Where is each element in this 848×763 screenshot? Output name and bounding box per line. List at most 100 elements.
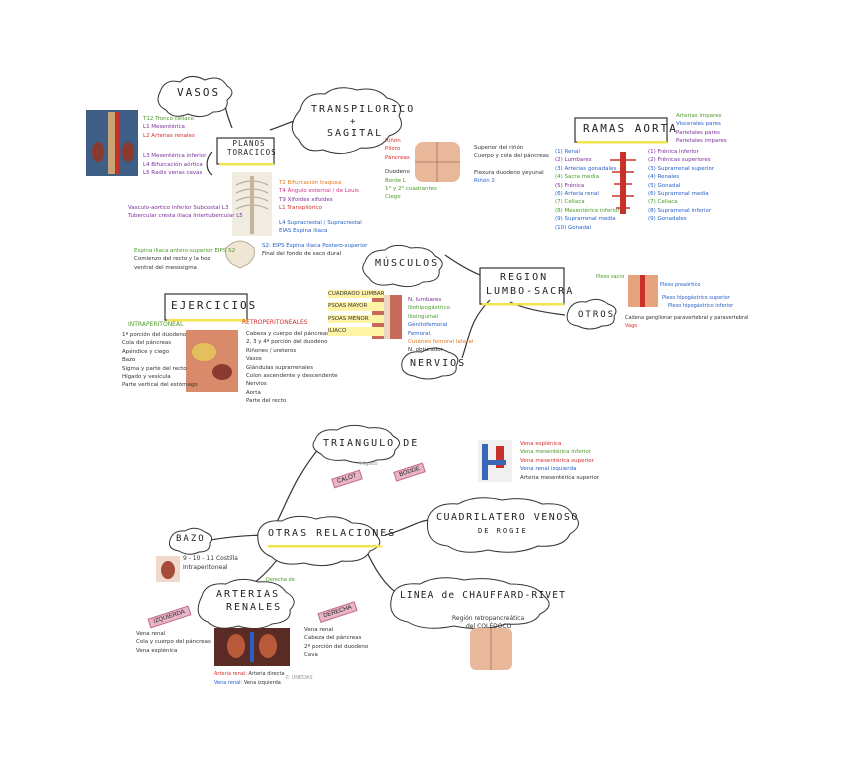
plexo-hipogastrico-inf: Plexo hipogástrico inferior [668,303,734,309]
kidney-illustration [214,628,290,666]
list-item: (5) Gonadal [648,182,681,189]
list-item: L3 Mesentérica inferior [143,153,207,160]
list-item: (3) Suprarrenal superior [648,165,715,172]
region-highlight-line [482,303,564,306]
transpilorico-cloud [291,87,402,154]
organs-illustration [186,330,238,392]
list-item: Parietales impares [676,138,727,145]
list-item: N. obturador [408,347,443,354]
vein-illustration [478,440,512,482]
vago: Vago [625,323,638,329]
highlight-boxes [164,117,668,548]
list-item: (6) Suprarrenal media [648,191,709,198]
skeleton-illustration [232,172,272,236]
bodde-list: Vena esplénica Vena mesentérica inferior… [520,440,599,482]
list-item: Vena mesentérica superior [520,457,594,464]
list-item: Viscerales pares [676,121,721,128]
retroperitoneales-title: RETROPERITONEALES [242,319,308,326]
list-item: L4 Bifurcación aórtica [143,161,203,168]
list-item: Femoral [408,330,431,337]
triangulo-note: Higado [360,461,378,467]
intraperitoneal-title: INTRAPERITONEAL [128,321,184,328]
list-item: T9 Xifoides xifoides [279,196,333,203]
spine-illustration [86,110,138,176]
list-item: L4 Supracrestal / Supracrestal [279,219,362,226]
list-item: Vena renal [304,627,334,633]
ejercicios-highlight-line [167,319,247,322]
list-item: Vasculo-aortico inferior Subcostal L3 [128,205,229,211]
list-item: (4) Renales [648,174,680,181]
izquierda-list: Vena renal Cola y cuerpo del páncreas Ve… [136,630,211,655]
list-item: Arteria mesentérica superior [520,474,600,481]
cuadrilatero-cloud [426,497,579,553]
list-item: Ilioinguinal [408,313,438,320]
list-item: Cola del páncreas [122,340,172,347]
otras-highlight-line [268,545,382,548]
planos-list: T2 Bifurcación traquea T4 Ángulo esterna… [279,179,362,235]
list-item: Cabeza del páncreas [304,635,362,642]
list-item: Duodeno [385,169,410,176]
list-item: Vasos [246,356,262,363]
watermark: © UNEDAS [285,675,313,681]
region-subtitle: LUMBO-SACRA [486,286,575,297]
retroperitoneales-list: Cabeza y cuerpo del páncreas 2, 3 y 4ª p… [246,330,338,406]
renales-title: RENALES [226,602,283,613]
list-item: Riñón 2 [474,178,495,185]
list-item: (4) Sacra media [555,174,599,181]
list-item: Vena renal izquierda [520,466,577,473]
list-item: T12 Tronco celiaco [143,116,195,122]
bazo-note-1: 9 - 10 - 11 Costilla [183,555,238,562]
list-item: ILIACO [328,327,385,336]
arterias-title: ARTERIAS [216,589,281,600]
planos-title: PLANOS TORACICOS [227,139,277,157]
list-item: (7) Celiaca [648,199,678,206]
list-item: Riñón [385,138,401,144]
list-item: Final del fondo de saco dural [262,251,342,258]
ejercicios-title: EJERCICIOS [171,299,258,312]
list-item: Cabeza y cuerpo del páncreas [246,331,330,337]
spleen-illustration [156,556,180,582]
list-item: Ciego [385,194,401,201]
abdomen-illustration [470,628,512,670]
list-item: (3) Arterias gonadales [555,165,617,172]
list-item: Páncreas [385,154,410,161]
arteria-renal-note: Arteria renal: Arteria directa [214,671,285,678]
vasos-cloud [157,76,233,118]
bazo-cloud [168,527,213,555]
list-item: L1 Mesentérica [143,124,185,131]
list-item: Parte vertical del estómago [122,382,198,389]
list-item: Cutáneo femoral lateral [408,339,474,346]
list-item: (7) Celiaca [555,199,585,206]
list-item: Cava [304,652,318,659]
list-item: Tubercular cresta iliaca Intertubercular… [128,213,243,220]
list-item: Vena mesentérica inferior [520,449,592,456]
bazo-note-2: Intraperitoneal [183,564,228,571]
list-item: Superior del riñón [474,145,524,151]
list-item: Hígado y vesícula [122,374,171,381]
vena-renal-text: Vena izquierda [243,680,281,686]
otros-title: OTROS [578,310,616,320]
linea-note-1: Región retropancreática [452,615,525,622]
list-item: Bazo [122,357,136,364]
derecha-list: Vena renal Cabeza del páncreas 2ª porció… [304,626,368,660]
vena-renal-note: Vena renal: Vena izquierda [214,680,281,687]
arteria-renal-label: Arteria renal: [214,671,247,677]
list-item: L1 Transpilórico [279,205,322,212]
list-item: Riñones / ureteros [246,347,297,354]
list-item: N. lumbares [408,297,442,303]
list-item: (1) Frénica inferior [648,149,699,155]
list-item: Colon ascendente y descendente [246,373,338,380]
pelvis-illustration [225,240,255,269]
otras-cloud [257,515,381,567]
list-item: Píloro [385,146,401,153]
linea-note-2: del COLÉDOCO [466,623,512,630]
list-item: (2) Frénicas superiores [648,157,711,164]
arterias-cloud [197,578,295,630]
list-item: 1ª porción del duodeno [122,332,187,338]
pelvis-notes-right: S2: EIPS Espina iliaca Postero-superior … [262,242,367,259]
otras-title: OTRAS RELACIONES [268,528,397,539]
planos-highlight-line [219,163,274,166]
list-item: (8) Suprarrenal inferior [648,207,712,214]
list-item: 2, 3 y 4ª porción del duodeno [246,339,328,346]
triangulo-title: TRIANGULO DE [323,438,420,449]
